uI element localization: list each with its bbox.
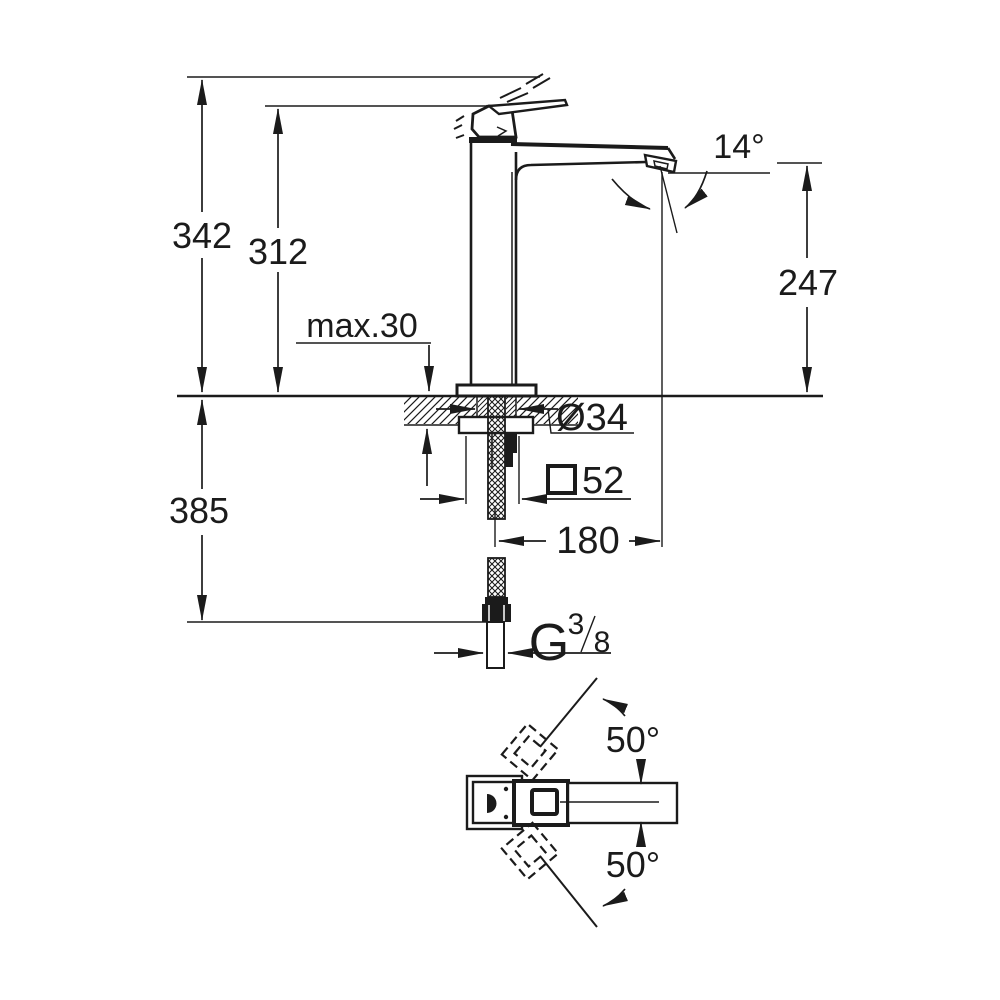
deck-thickness-label: max.30 (306, 307, 418, 345)
dim-hose-length: 385 (169, 399, 487, 623)
aerator-angle-label: 14° (713, 128, 764, 166)
threaded-shank-left (478, 397, 488, 417)
angle-arrow (635, 758, 646, 785)
handle-rotated-lower (500, 821, 560, 881)
handle-swing-upper-label: 50° (606, 719, 660, 760)
break-slashes-icon (525, 73, 551, 89)
dim-outlet-height: 247 (661, 162, 838, 547)
dim-spout-top-height: 312 (248, 108, 308, 393)
rotated-handle-outline (500, 722, 560, 782)
angle-arc (602, 888, 628, 907)
fixing-bracket-lower (505, 453, 513, 467)
flex-hose-lower (487, 557, 506, 598)
dim-overall-height: 342 (172, 79, 232, 393)
handle-raised-dashes (453, 115, 465, 139)
angle-arc-right (684, 170, 708, 209)
label-leader (547, 408, 634, 434)
cartridge-detail (487, 794, 497, 813)
dim-deck-thickness: max.30 (296, 307, 434, 486)
dim-aerator-angle: 14° (611, 128, 770, 234)
top-view: 50° 50° (465, 677, 679, 928)
handle-inner-mark (496, 126, 508, 137)
spout-underside (514, 160, 647, 181)
handle-rotated-upper (500, 722, 560, 782)
faucet-body (455, 142, 678, 398)
rotated-handle-outline (500, 821, 560, 881)
detail-dot (503, 814, 509, 820)
rotated-handle-square (512, 833, 548, 869)
flex-hose-upper (487, 395, 506, 520)
detail-dot (503, 786, 509, 792)
base-plate (455, 383, 538, 398)
base-square-label: 52 (582, 460, 624, 502)
hole-diameter-label: Ø34 (556, 397, 628, 439)
dim-base-square: 52 (420, 436, 631, 504)
stream-direction-line (659, 165, 678, 234)
thread-denominator-label: 8 (594, 626, 611, 659)
angle-arc (602, 698, 628, 717)
dim-projection: 180 (494, 508, 661, 562)
aerator-slot (653, 160, 669, 170)
mounting-hardware (457, 395, 535, 520)
side-view: 342 312 max.30 (169, 73, 838, 672)
angle-arrow (635, 821, 646, 848)
handle-lever-arm (485, 98, 569, 116)
spout-top-edge (510, 142, 669, 150)
handle-motion-dashes (499, 87, 529, 103)
handle-swing-lower-label: 50° (606, 844, 660, 885)
dim-hole-diameter: Ø34 (436, 397, 634, 439)
thread-g-label: G (529, 614, 569, 672)
spout-top-view (566, 781, 679, 825)
connector-nut (482, 604, 511, 622)
handle-square-detail (530, 788, 559, 816)
thread-numerator-label: 3 (568, 608, 585, 641)
dim-handle-swing-upper: 50° (602, 698, 660, 785)
overall-height-label: 342 (172, 215, 232, 256)
handle-lever (453, 87, 569, 143)
spout-top-height-label: 312 (248, 231, 308, 272)
dim-thread: G 3 8 (434, 608, 611, 672)
square-symbol-icon (546, 464, 577, 495)
fraction-slash (580, 615, 596, 653)
outlet-height-label: 247 (778, 262, 838, 303)
dim-handle-swing-lower: 50° (602, 821, 660, 907)
connector-nut-facets (488, 605, 505, 621)
handle-base-band (469, 137, 517, 143)
extension-lines-top (187, 73, 560, 107)
extension-lines (465, 436, 520, 504)
connection-pipe (486, 621, 505, 669)
threaded-shank-right (506, 397, 516, 417)
rotated-handle-square (512, 734, 548, 770)
angle-arc-left (611, 178, 651, 210)
hose-connector (482, 557, 511, 669)
handle-swing-line-upper (539, 677, 598, 748)
spout-tip-face (666, 147, 677, 160)
hose-length-label: 385 (169, 490, 229, 531)
handle-swing-line-lower (539, 855, 598, 928)
fixing-bracket-upper (505, 433, 517, 453)
connector-collar (485, 597, 508, 604)
projection-label: 180 (556, 520, 619, 562)
